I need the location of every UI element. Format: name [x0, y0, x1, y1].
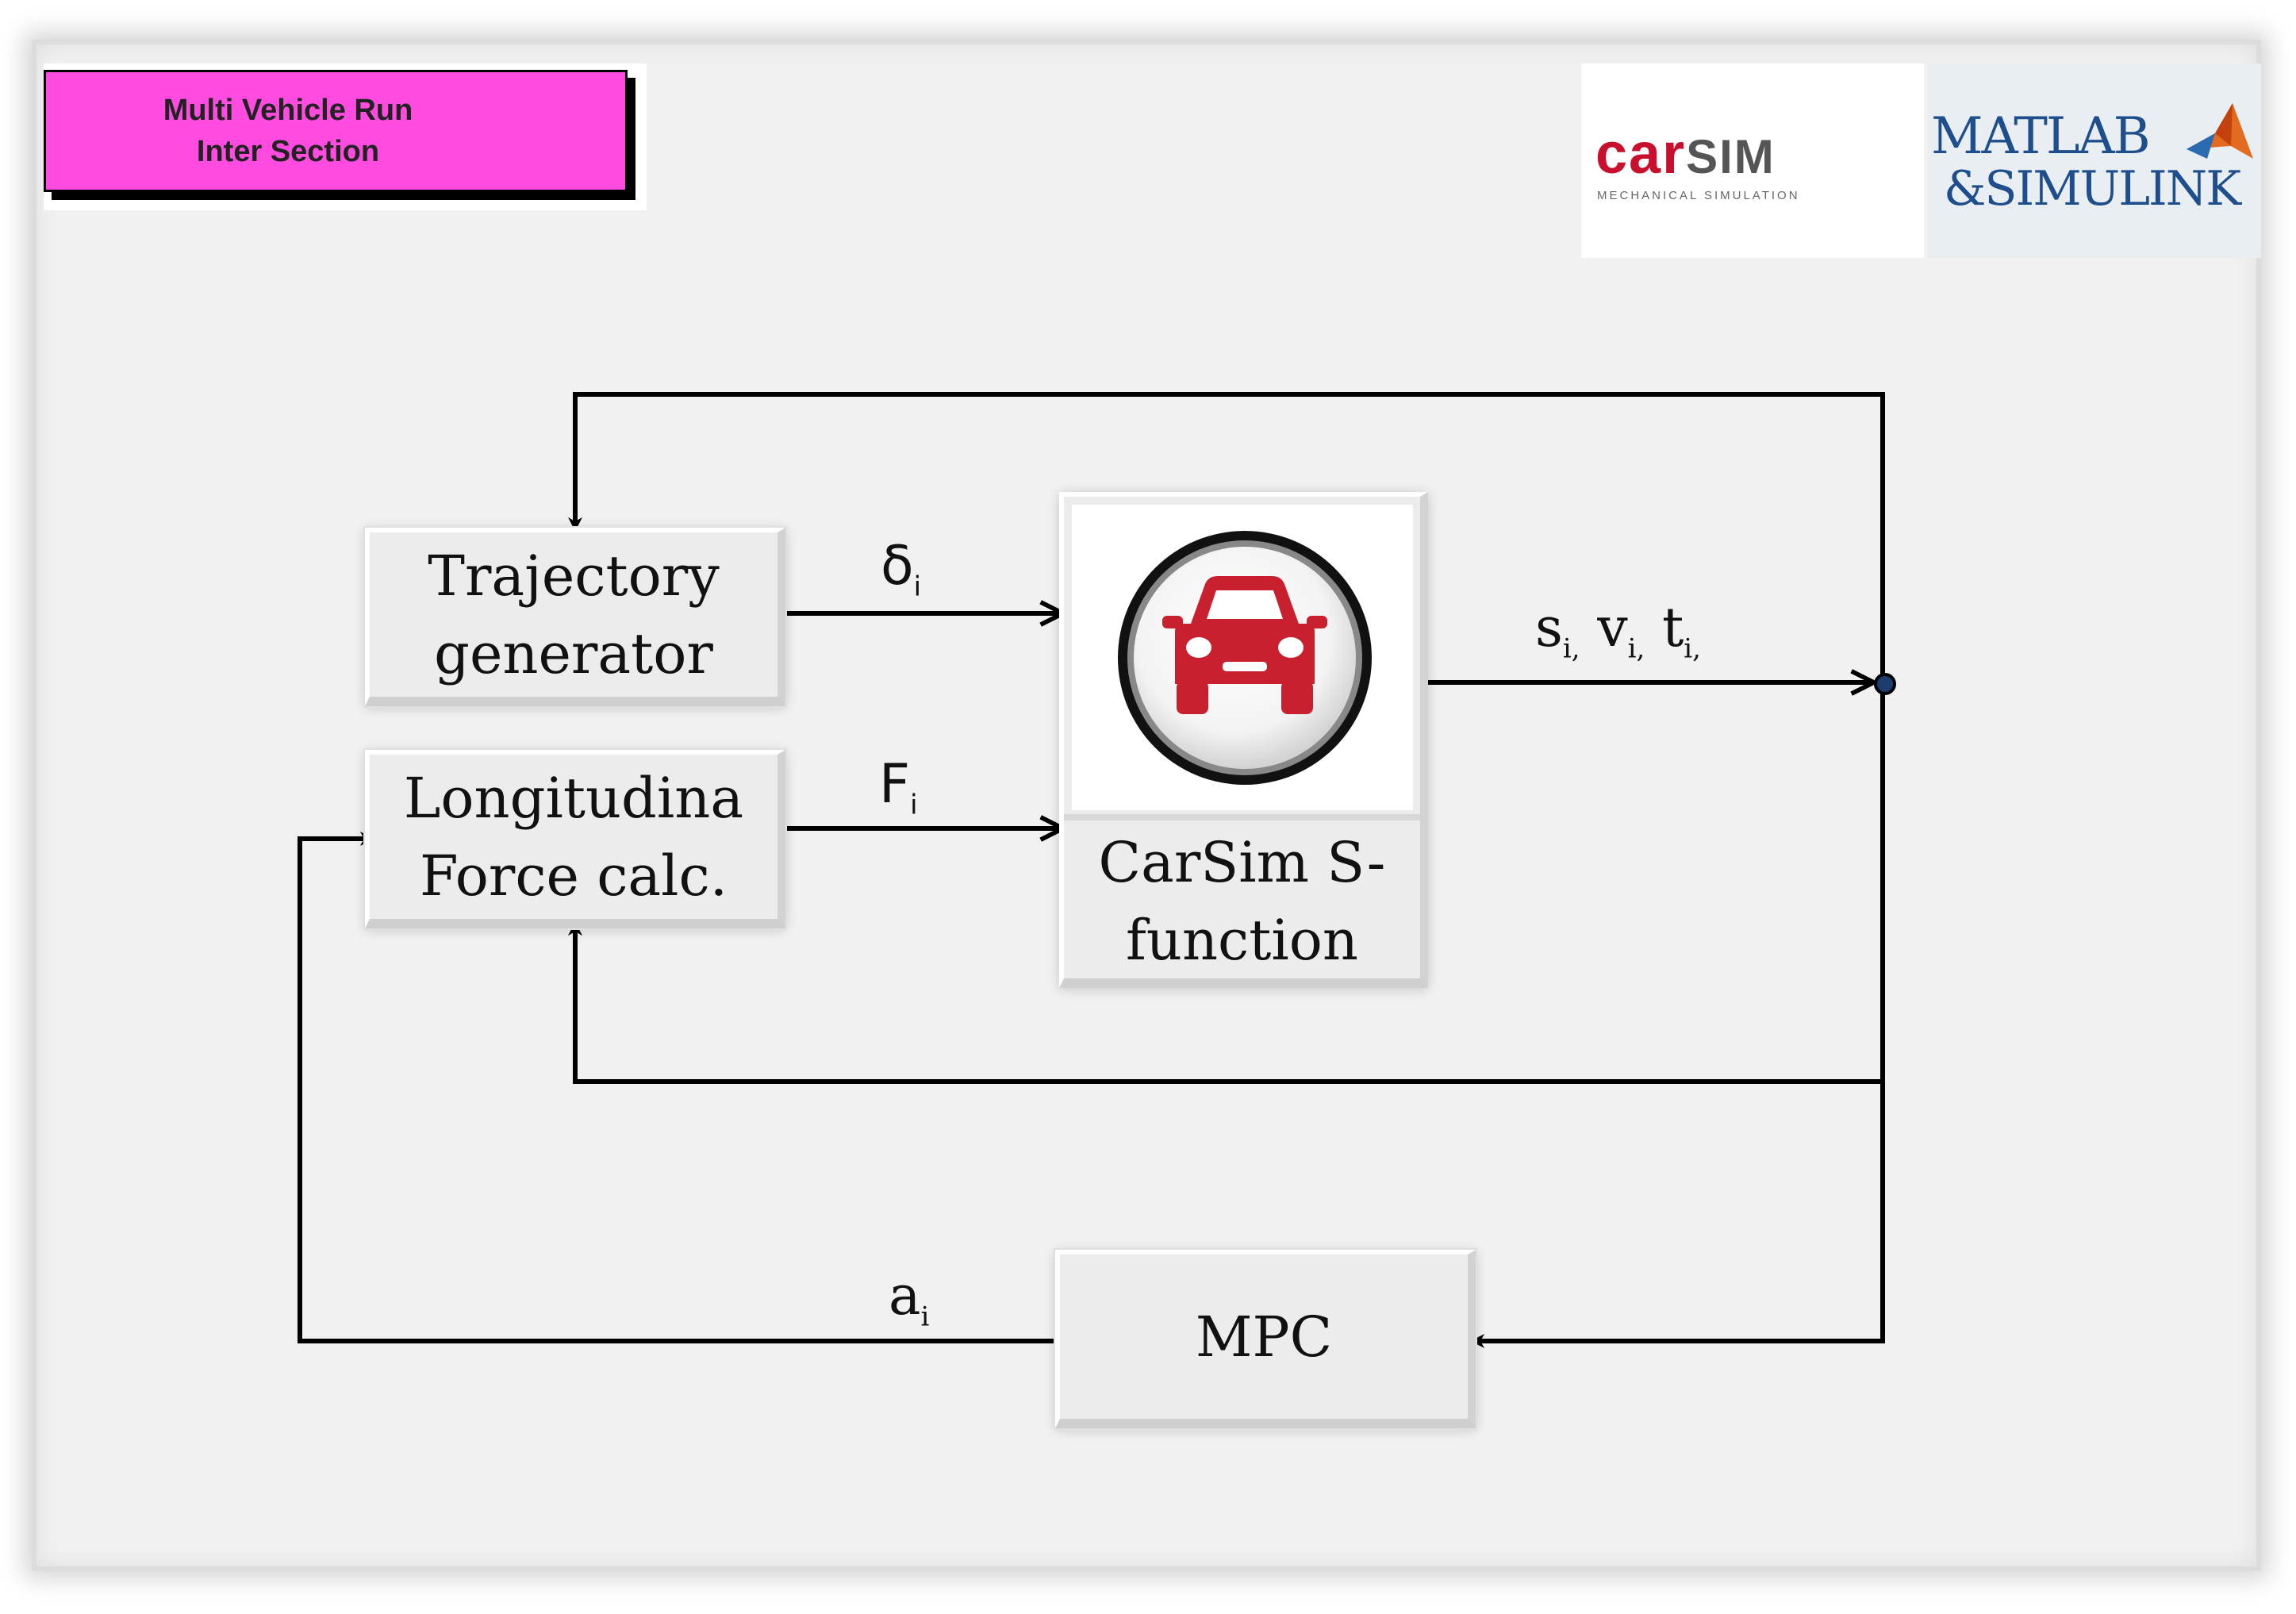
signal-state-label: si, vi, ti,: [1535, 601, 1701, 663]
signal-force-symbol: F: [879, 753, 911, 816]
simulink-logo-word: &SIMULINK: [1944, 161, 2241, 217]
car-icon: [1118, 531, 1372, 785]
wire-acceleration: [298, 832, 1063, 1343]
wire-feedback-mpc: [1470, 1082, 1885, 1348]
trajectory-generator-block[interactable]: Trajectory generator: [363, 526, 787, 708]
signal-delta-subscript: i: [913, 571, 922, 603]
longitudinal-force-block[interactable]: Longitudina Force calc.: [363, 748, 787, 930]
car-icon-area: [1072, 505, 1413, 810]
branch-node: [1874, 673, 1896, 695]
matlab-simulink-logo: MATLAB &SIMULINK: [1928, 63, 2261, 258]
title-block[interactable]: Multi Vehicle Run Inter Section: [44, 70, 628, 192]
carsim-sfunction-block[interactable]: CarSim S- function: [1059, 492, 1428, 988]
matlab-logo-word: MATLAB: [1931, 107, 2151, 166]
title-text: Multi Vehicle Run Inter Section: [163, 94, 413, 168]
wire-feedback-top: [568, 392, 1885, 682]
mpc-block[interactable]: MPC: [1054, 1248, 1477, 1430]
signal-a-subscript: i: [920, 1301, 930, 1333]
wire-feedback-longitudinal: [568, 682, 1885, 1084]
matlab-membrane-icon: [2187, 103, 2253, 159]
trajectory-generator-label: Trajectory generator: [428, 543, 720, 686]
carsim-block-separator: [1064, 814, 1420, 820]
mpc-label: MPC: [1195, 1304, 1333, 1370]
carsim-logo-sim: SIM: [1686, 130, 1776, 183]
title-area: Multi Vehicle Run Inter Section: [44, 63, 647, 210]
signal-acceleration-label: ai: [889, 1270, 929, 1331]
signal-t-symbol: t: [1661, 597, 1684, 659]
signal-v-subscript: i,: [1627, 632, 1645, 665]
signal-delta-symbol: δ: [881, 535, 914, 598]
signal-force-label: Fi: [879, 758, 918, 819]
signal-t-subscript: i,: [1684, 632, 1701, 665]
signal-force-subscript: i: [910, 789, 918, 821]
carsim-sfunction-label: CarSim S- function: [1098, 830, 1386, 973]
carsim-logo-car: car: [1595, 122, 1687, 186]
signal-a-symbol: a: [889, 1265, 921, 1328]
longitudinal-force-label: Longitudina Force calc.: [403, 765, 744, 909]
signal-v-symbol: v: [1597, 597, 1628, 659]
carsim-logo-subtitle: MECHANICAL SIMULATION: [1597, 189, 1800, 202]
carsim-logo: carSIM MECHANICAL SIMULATION: [1581, 63, 1924, 258]
signal-delta-label: δi: [881, 540, 921, 601]
signal-s-symbol: s: [1535, 597, 1563, 659]
carsim-logo-word: carSIM: [1595, 125, 1776, 183]
signal-s-subscript: i,: [1562, 632, 1580, 665]
